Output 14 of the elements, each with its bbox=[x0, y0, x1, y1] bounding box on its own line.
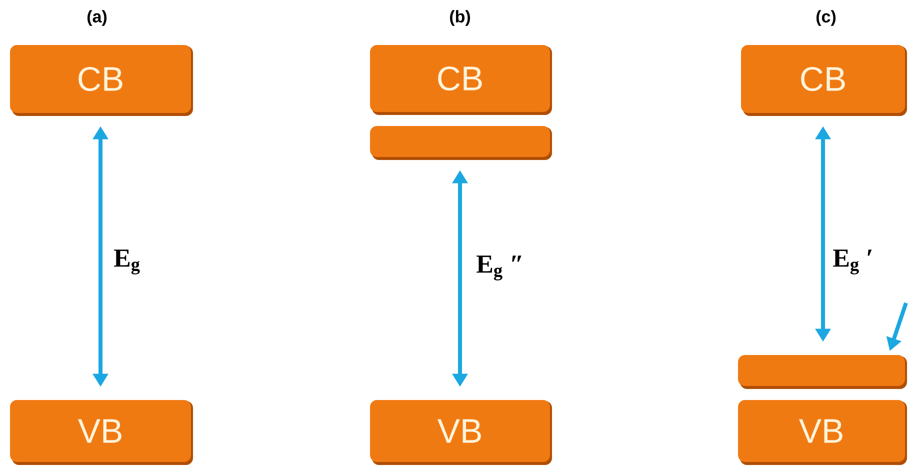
energy-level-bar bbox=[738, 355, 908, 389]
panel-label: (c) bbox=[816, 10, 836, 26]
band-box: VB bbox=[10, 400, 193, 465]
band-box: VB bbox=[738, 400, 908, 465]
edge-label: E$_{g}$ ″ bbox=[476, 256, 522, 280]
panel-label: (a) bbox=[87, 10, 107, 26]
edge-label: E$_{g}$ ′ bbox=[833, 250, 872, 274]
panel-label: (b) bbox=[450, 10, 470, 26]
energy-level-bar bbox=[370, 126, 552, 160]
edge-label: E$_{g}$ bbox=[114, 250, 140, 274]
band-box: CB bbox=[370, 45, 552, 115]
band-box: CB bbox=[741, 45, 908, 116]
band-box: VB bbox=[370, 400, 552, 465]
band-box: CB bbox=[10, 45, 193, 116]
